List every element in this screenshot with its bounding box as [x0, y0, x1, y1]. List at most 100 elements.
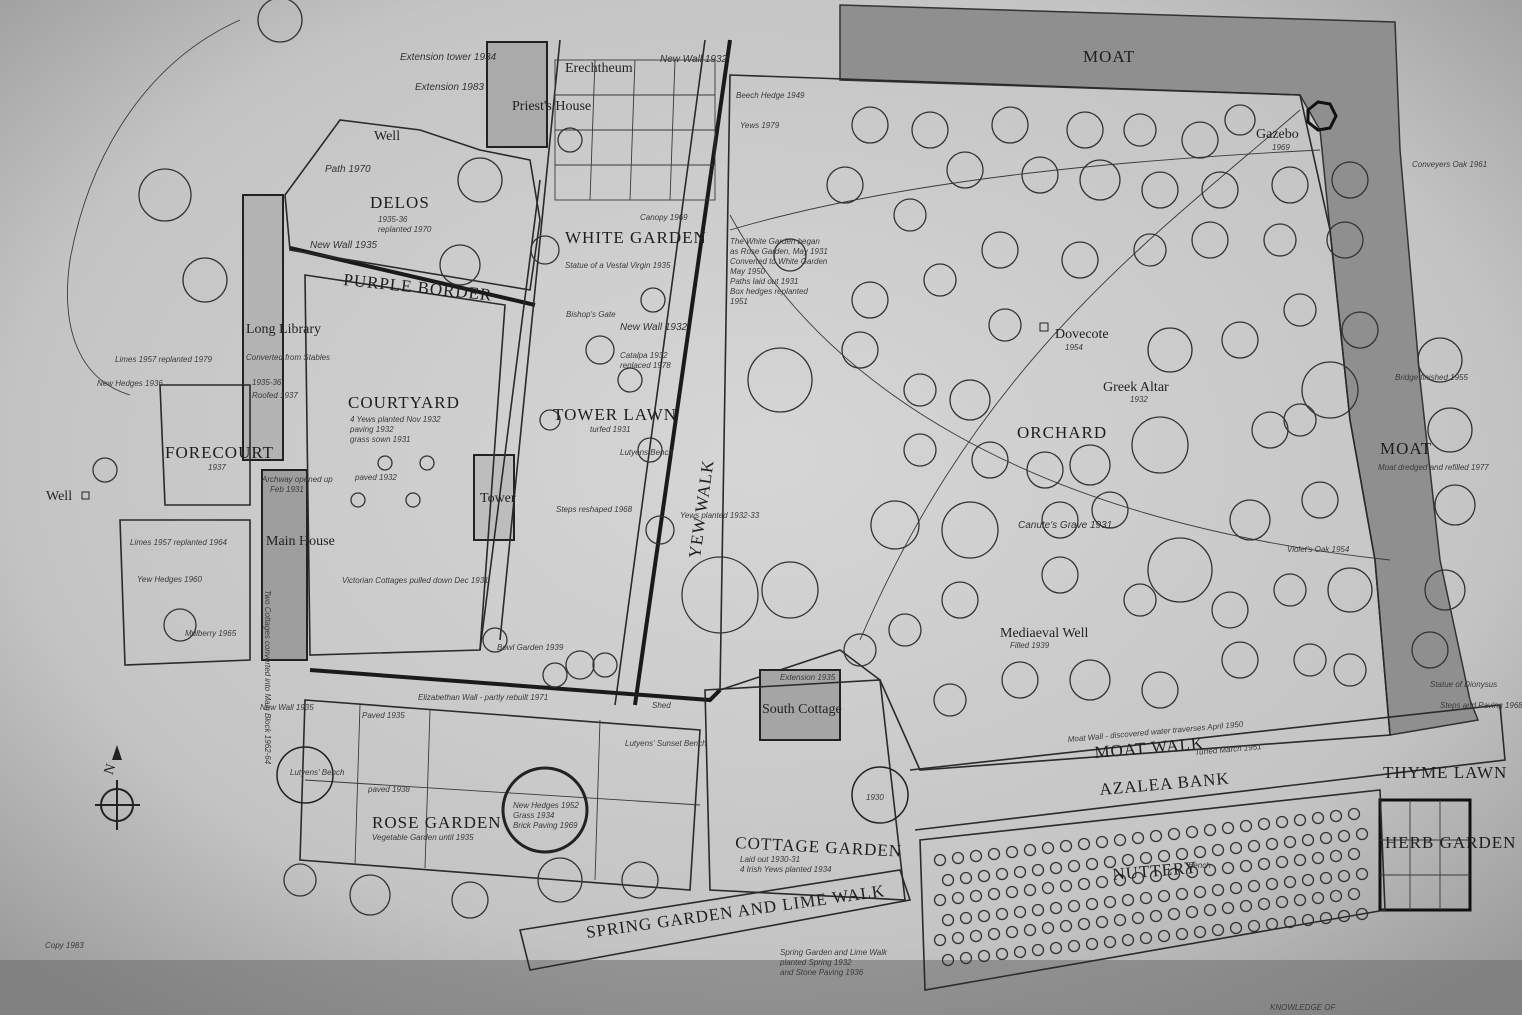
tree-canopy	[530, 235, 560, 265]
nuttery-tree	[977, 949, 991, 963]
nuttery-tree	[1239, 819, 1253, 833]
tree-canopy	[1201, 171, 1239, 209]
nuttery-tree	[1023, 843, 1037, 857]
note-white-garden-1: The White Garden began	[730, 237, 820, 246]
nuttery-tree	[1005, 845, 1019, 859]
tree-canopy	[747, 347, 813, 413]
nuttery-tree	[941, 953, 955, 967]
nuttery-tree	[1131, 871, 1145, 885]
nuttery-tree	[1257, 897, 1271, 911]
tree-canopy	[1181, 121, 1219, 159]
nuttery-tree	[1013, 905, 1027, 919]
note-statue: Statue of a Vestal Virgin 1935	[565, 261, 671, 270]
nuttery-tree	[1301, 873, 1315, 887]
tree-canopy	[988, 308, 1022, 342]
note-yews-1979: Yews 1979	[740, 121, 780, 130]
nuttery-tree	[1211, 843, 1225, 857]
nuttery-tree	[1221, 901, 1235, 915]
tree-canopy	[1133, 233, 1167, 267]
note-paved-1935: Paved 1935	[362, 711, 405, 720]
nuttery-tree	[1041, 881, 1055, 895]
note-delos-replanted: replanted 1970	[378, 225, 432, 234]
note-white-garden-5: Paths laid out 1931	[730, 277, 799, 286]
note-white-garden-6: Box hedges replanted	[730, 287, 808, 296]
nuttery-tree	[1175, 847, 1189, 861]
nuttery-tree	[1275, 895, 1289, 909]
nuttery-tree	[1319, 871, 1333, 885]
nuttery-tree	[1337, 829, 1351, 843]
note-new-wall-1935-b: New Wall 1935	[260, 703, 314, 712]
tree-canopy	[1001, 661, 1039, 699]
note-yew-hedges-1960: Yew Hedges 1960	[137, 575, 202, 584]
tree-canopy	[592, 652, 618, 678]
tree-canopy	[1411, 631, 1449, 669]
label-orchard: ORCHARD	[1017, 423, 1107, 442]
note-white-garden-2: as Rose Garden, May 1931	[730, 247, 828, 256]
note-lutyens-bench-2: Lutyens' Bench	[290, 768, 345, 777]
orchard-path-3	[859, 109, 1301, 641]
nuttery-tree	[1283, 835, 1297, 849]
note-main-house: Two Cottages converted into Main Block 1…	[263, 590, 272, 765]
note-bench: Bench	[1188, 861, 1211, 870]
note-date-1930: 1930	[866, 793, 884, 802]
note-canopy: Canopy 1969	[640, 213, 688, 222]
note-extension-1935: Extension 1935	[780, 673, 836, 682]
label-erechtheum: Erechtheum	[565, 61, 633, 76]
nuttery-tree	[1139, 851, 1153, 865]
nuttery-tree	[1149, 909, 1163, 923]
rose-garden-grid	[304, 704, 701, 881]
note-lutyens-bench: Lutyens Bench	[620, 448, 673, 457]
tree-canopy	[1301, 361, 1359, 419]
label-thyme-lawn: THYME LAWN	[1383, 763, 1507, 782]
nuttery-tree	[1041, 921, 1055, 935]
label-white-garden: WHITE GARDEN	[565, 228, 707, 247]
cottage-circle	[851, 766, 909, 824]
label-well: Well	[374, 129, 400, 144]
nuttery-tree	[1023, 883, 1037, 897]
nuttery-tree	[1311, 891, 1325, 905]
nuttery-tree	[1113, 833, 1127, 847]
nuttery-tree	[1337, 869, 1351, 883]
nuttery-tree	[1265, 877, 1279, 891]
moat-walk-outline	[909, 704, 1506, 831]
nuttery-tree	[1275, 855, 1289, 869]
nuttery-tree	[1247, 919, 1261, 933]
tree-canopy	[621, 861, 659, 899]
note-cottage-2: 4 Irish Yews planted 1934	[740, 865, 832, 874]
tree-canopy	[645, 515, 675, 545]
nuttery-tree	[1059, 919, 1073, 933]
tree-canopy	[1147, 327, 1193, 373]
tree-canopy	[761, 561, 819, 619]
tree-canopy	[1147, 537, 1213, 603]
nuttery-tree	[1157, 849, 1171, 863]
tree-canopy	[163, 608, 197, 642]
note-yews-planted: Yews planted 1932-33	[680, 511, 760, 520]
nuttery-tree	[1203, 823, 1217, 837]
nuttery-tree	[1211, 923, 1225, 937]
tree-canopy	[1021, 156, 1059, 194]
nuttery-tree	[969, 929, 983, 943]
nuttery-tree	[1031, 943, 1045, 957]
nuttery-tree	[1085, 937, 1099, 951]
tree-canopy	[851, 281, 889, 319]
tree-canopy	[1263, 223, 1297, 257]
nuttery-tree	[1193, 885, 1207, 899]
nuttery-tree	[1293, 893, 1307, 907]
label-courtyard: COURTYARD	[348, 393, 460, 412]
note-courtyard-1: 4 Yews planted Nov 1932	[350, 415, 441, 424]
note-new-wall-1932: New Wall 1932	[620, 322, 688, 333]
tree-canopy	[911, 111, 949, 149]
gazebo-shape	[1306, 100, 1338, 132]
note-forecourt-date: 1937	[208, 463, 226, 472]
nuttery-tree	[1077, 837, 1091, 851]
note-courtyard-2: paving 1932	[349, 425, 394, 434]
tree-canopy	[557, 127, 583, 153]
nuttery-tree	[1113, 873, 1127, 887]
tree-canopy	[1327, 567, 1373, 613]
nuttery-tree	[1077, 877, 1091, 891]
nuttery-outline	[919, 789, 1386, 991]
nuttery-tree	[1121, 933, 1135, 947]
rose-garden-circle	[501, 766, 589, 854]
tree-canopy	[981, 231, 1019, 269]
tree-canopy	[851, 106, 889, 144]
